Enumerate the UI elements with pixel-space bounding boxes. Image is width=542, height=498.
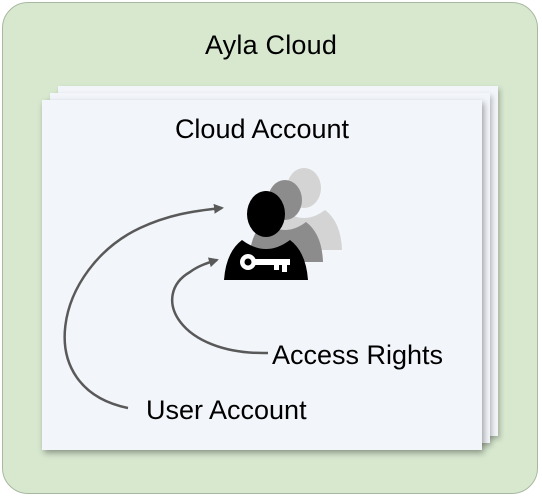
access-rights-arrow [171, 257, 269, 355]
cloud-account-title: Cloud Account [174, 114, 350, 144]
user-account-arrow [63, 203, 224, 410]
user-account-label: User Account [146, 395, 307, 425]
user-with-key-icon [224, 191, 308, 280]
ayla-cloud-title: Ayla Cloud [204, 30, 338, 60]
access-rights-label: Access Rights [272, 340, 444, 370]
